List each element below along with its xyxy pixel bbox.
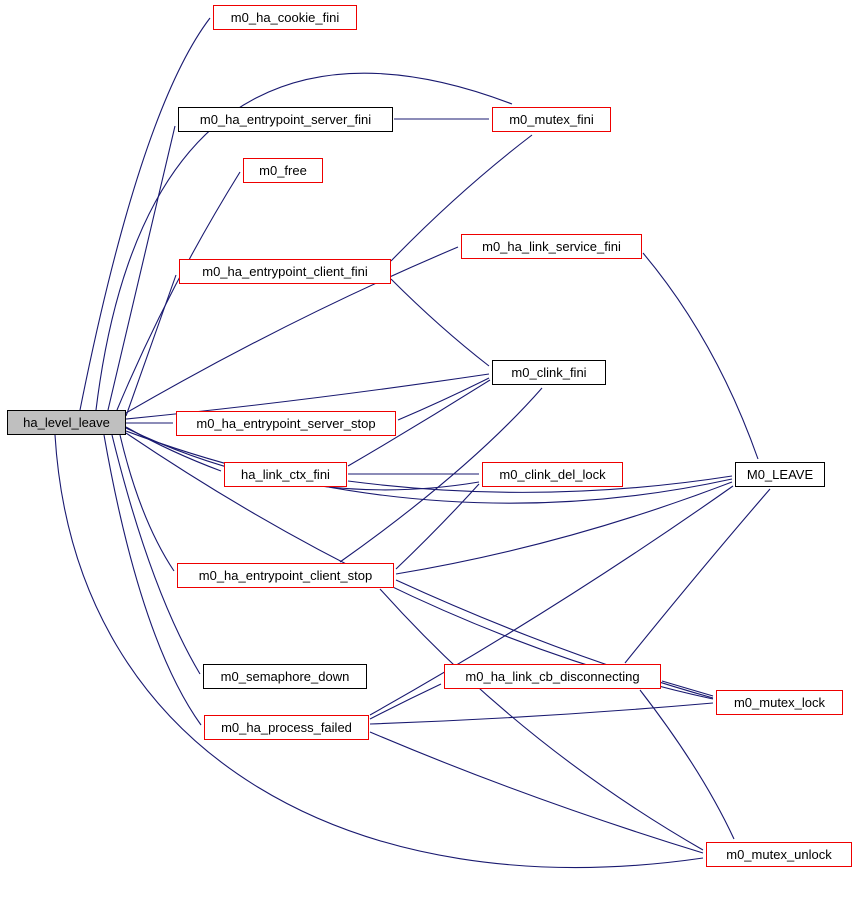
node-M0_LEAVE[interactable]: M0_LEAVE (735, 462, 825, 487)
edge-m0_ha_link_cb_disconnecting-to-m0_mutex_lock (661, 680, 714, 697)
node-m0_semaphore_down[interactable]: m0_semaphore_down (203, 664, 367, 689)
edge-ha_level_leave-to-m0_ha_entrypoint_server_fini (107, 125, 176, 411)
node-m0_clink_del_lock[interactable]: m0_clink_del_lock (482, 462, 623, 487)
edge-ha_level_leave-to-m0_semaphore_down (111, 434, 201, 675)
node-ha_level_leave[interactable]: ha_level_leave (7, 410, 126, 435)
node-m0_ha_entrypoint_client_stop[interactable]: m0_ha_entrypoint_client_stop (177, 563, 394, 588)
edge-m0_ha_entrypoint_client_stop-to-m0_clink_del_lock (395, 483, 480, 570)
edge-ha_level_leave-to-m0_mutex_unlock (54, 434, 704, 869)
edge-m0_ha_entrypoint_client_stop-to-M0_LEAVE (395, 481, 733, 575)
edge-m0_ha_entrypoint_client_fini-to-m0_clink_fini (390, 278, 490, 367)
edge-ha_level_leave-to-m0_ha_entrypoint_client_stop (119, 434, 175, 572)
node-m0_ha_entrypoint_server_fini[interactable]: m0_ha_entrypoint_server_fini (178, 107, 393, 132)
node-m0_ha_entrypoint_client_fini[interactable]: m0_ha_entrypoint_client_fini (179, 259, 391, 284)
edge-ha_link_ctx_fini-to-m0_clink_fini (347, 379, 491, 467)
node-m0_ha_link_cb_disconnecting[interactable]: m0_ha_link_cb_disconnecting (444, 664, 661, 689)
edge-ha_level_leave-to-M0_LEAVE (125, 430, 733, 504)
edge-m0_ha_process_failed-to-m0_ha_link_cb_disconnecting (369, 683, 442, 720)
edge-m0_ha_link_service_fini-to-M0_LEAVE (642, 252, 759, 460)
edge-m0_ha_process_failed-to-m0_mutex_lock (369, 702, 714, 725)
node-m0_free[interactable]: m0_free (243, 158, 323, 183)
edge-m0_ha_process_failed-to-m0_mutex_unlock (369, 731, 704, 854)
node-m0_ha_cookie_fini[interactable]: m0_ha_cookie_fini (213, 5, 357, 30)
edge-ha_level_leave-to-m0_ha_link_service_fini (125, 246, 459, 414)
edge-ha_level_leave-to-m0_ha_cookie_fini (79, 17, 211, 411)
edge-ha_level_leave-to-m0_mutex_fini (95, 72, 513, 411)
node-ha_link_ctx_fini[interactable]: ha_link_ctx_fini (224, 462, 347, 487)
edge-m0_ha_entrypoint_client_fini-to-m0_mutex_fini (390, 134, 533, 262)
node-m0_mutex_unlock[interactable]: m0_mutex_unlock (706, 842, 852, 867)
edge-ha_level_leave-to-m0_free (116, 171, 241, 411)
edge-m0_ha_entrypoint_server_stop-to-m0_clink_fini (397, 377, 490, 421)
edge-ha_level_leave-to-m0_ha_process_failed (103, 434, 202, 726)
node-m0_mutex_lock[interactable]: m0_mutex_lock (716, 690, 843, 715)
edge-m0_ha_entrypoint_client_stop-to-m0_clink_fini (339, 387, 543, 563)
edge-ha_link_ctx_fini-to-M0_LEAVE (347, 475, 733, 493)
edge-m0_ha_process_failed-to-M0_LEAVE (369, 485, 734, 716)
edge-m0_ha_link_cb_disconnecting-to-m0_mutex_unlock (639, 689, 735, 840)
edge-ha_level_leave-to-m0_clink_fini (125, 373, 490, 420)
edge-m0_ha_entrypoint_client_stop-to-m0_mutex_lock (395, 579, 714, 699)
node-m0_ha_process_failed[interactable]: m0_ha_process_failed (204, 715, 369, 740)
node-m0_mutex_fini[interactable]: m0_mutex_fini (492, 107, 611, 132)
edge-m0_ha_entrypoint_client_stop-to-m0_mutex_unlock (379, 588, 704, 851)
edge-m0_ha_link_cb_disconnecting-to-M0_LEAVE (624, 488, 771, 664)
node-m0_ha_entrypoint_server_stop[interactable]: m0_ha_entrypoint_server_stop (176, 411, 396, 436)
node-m0_ha_link_service_fini[interactable]: m0_ha_link_service_fini (461, 234, 642, 259)
edge-ha_level_leave-to-m0_ha_entrypoint_client_fini (125, 274, 177, 417)
node-m0_clink_fini[interactable]: m0_clink_fini (492, 360, 606, 385)
